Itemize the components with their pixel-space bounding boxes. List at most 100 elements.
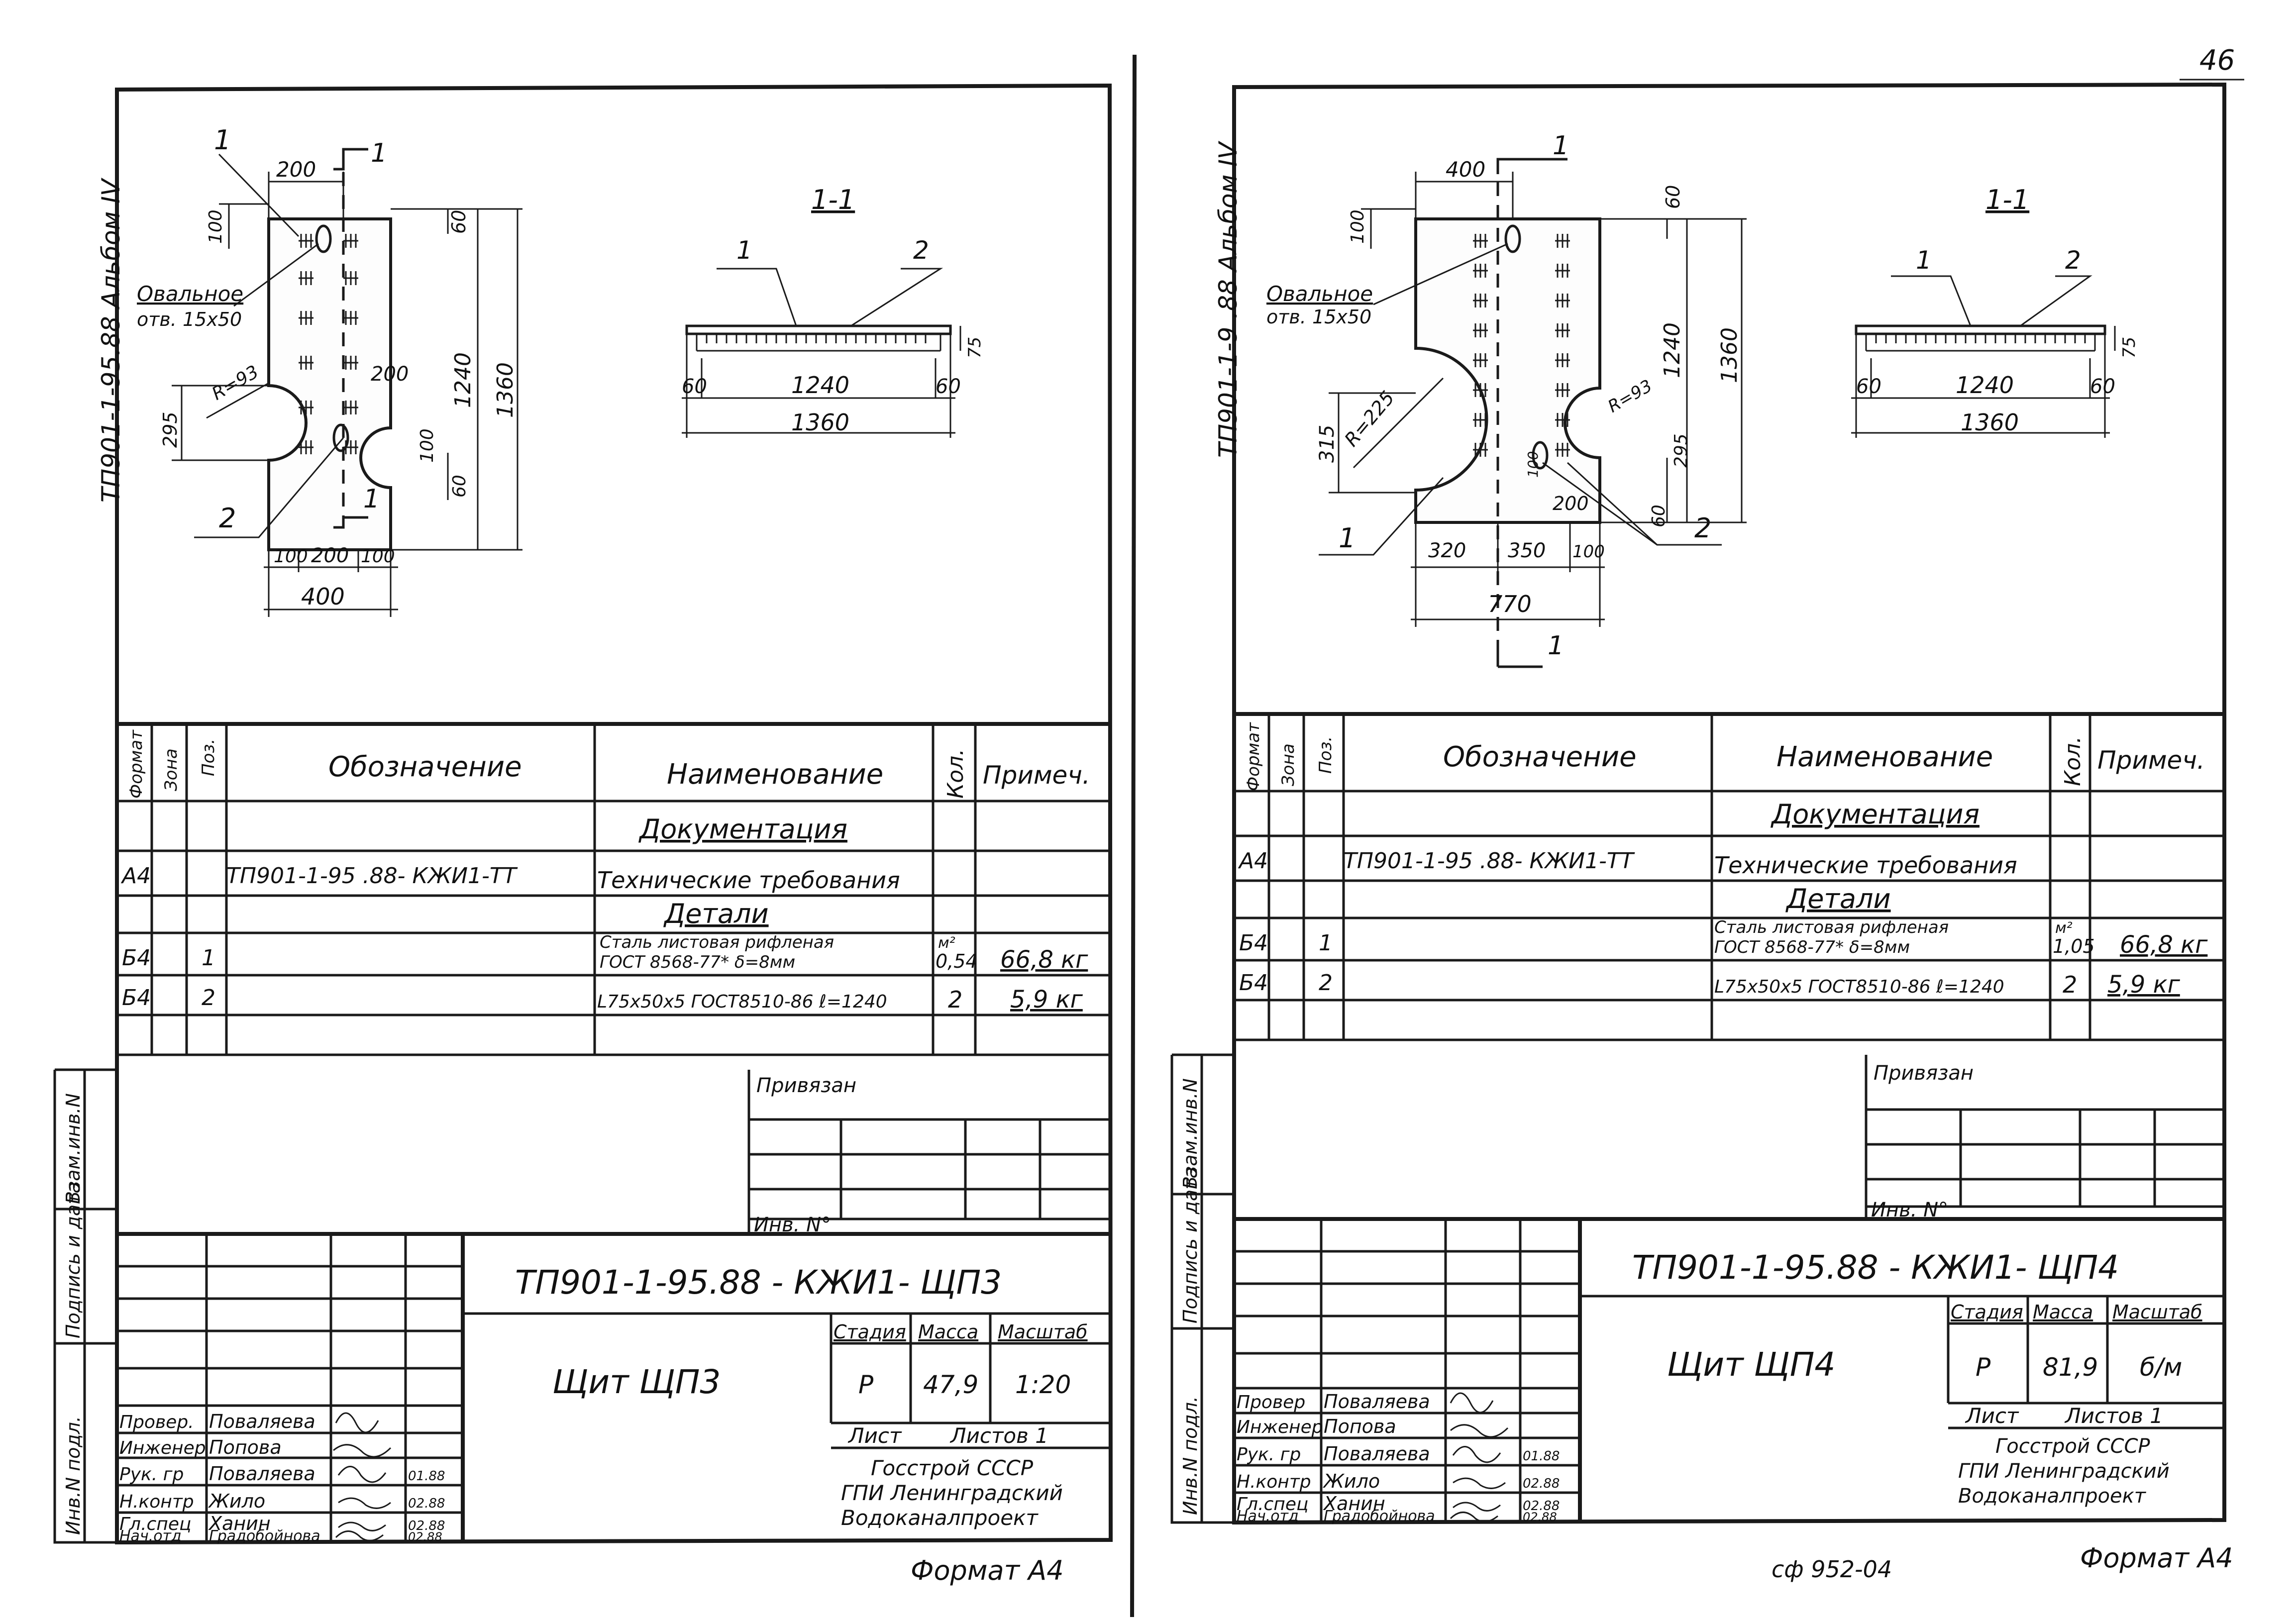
right-col-zone: Зона: [1278, 743, 1298, 786]
right-margin-label-1: Инв.N подл.: [1179, 1396, 1201, 1515]
left-mass-label: Масса: [918, 1321, 978, 1343]
left-role-1: Провер.: [119, 1412, 194, 1432]
left-row3-format: Б4: [122, 985, 151, 1011]
right-org-3: Водоканалпроект: [1958, 1485, 2147, 1508]
left-hole-note-leader: [233, 243, 319, 307]
left-section-height: 75: [965, 337, 985, 358]
right-row1-format: А4: [1238, 848, 1268, 874]
left-section-ribs: [696, 334, 941, 352]
right-doc-section: Документация: [1771, 799, 1980, 830]
right-org-1: Госстрой СССР: [1995, 1435, 2150, 1458]
right-dim-overall: 1360: [1717, 327, 1742, 383]
left-col-zone: Зона: [161, 748, 181, 791]
left-row2-name1: Сталь листовая рифленая: [600, 932, 834, 952]
right-date-6: 02.88: [1523, 1510, 1557, 1524]
right-section-left: 60: [1856, 375, 1881, 398]
left-format-label: Формат А4: [911, 1555, 1064, 1586]
left-role-5: Гл.спец: [119, 1514, 192, 1534]
right-hole-note-leader: [1373, 243, 1508, 305]
left-callout-1-leader: [218, 153, 300, 237]
left-date-3: 01.88: [408, 1469, 445, 1484]
left-margin-label-2: Подпись и дата: [62, 1182, 84, 1338]
left-col-format: Формат: [126, 729, 146, 799]
left-margin-strip: Инв.N подл. Подпись и дата Взам.инв.N: [53, 1068, 117, 1544]
right-date-4: 02.88: [1523, 1476, 1560, 1491]
right-dim-side-100: 100: [1525, 451, 1541, 478]
right-dim-top-width: [1415, 172, 1514, 219]
left-spec-table: Формат Зона Поз. Обозначение Наименовани…: [117, 722, 1110, 1056]
right-section-mid: 1240: [1956, 372, 2014, 399]
left-org-1: Госстрой СССР: [871, 1456, 1034, 1480]
left-section-right: 60: [936, 375, 961, 398]
right-date-5: 02.88: [1523, 1499, 1560, 1514]
right-row1-name: Технические требования: [1714, 852, 2017, 879]
left-date-4: 02.88: [408, 1496, 445, 1511]
right-plate-ribs: [1473, 234, 1570, 457]
left-dim-height: 1240: [450, 352, 476, 408]
left-cut-marker-top: [333, 148, 368, 171]
right-dim-right-lines: [1600, 218, 1747, 523]
left-section-plate: [685, 324, 952, 335]
right-role-1: Провер: [1237, 1392, 1305, 1413]
left-section-p1: 1: [736, 236, 752, 265]
right-dim-top-width-label: 400: [1446, 157, 1485, 182]
left-org-2: ГПИ Ленинградский: [841, 1481, 1063, 1505]
left-name-2: Попова: [209, 1436, 282, 1458]
left-row2-qty: 0,54: [936, 950, 978, 972]
left-doc-code: ТП901-1-95.88 - КЖИ1- ЩП3: [515, 1263, 1002, 1302]
left-row2-pos: 1: [202, 945, 215, 971]
right-radius-label: R=225: [1340, 387, 1399, 450]
right-margin-label-2: Подпись и дата: [1179, 1167, 1201, 1323]
left-bound-box: Привязан Инв. N°: [747, 1070, 1110, 1236]
right-stage-value: Р: [1976, 1353, 1991, 1382]
right-role-2: Инженер: [1237, 1417, 1323, 1437]
left-row2-format: Б4: [122, 945, 151, 971]
right-section-p2: 2: [2065, 246, 2081, 275]
left-section-leaders: [717, 268, 943, 327]
right-callout-2: 2: [1694, 512, 1711, 544]
right-section-overall: 1360: [1961, 409, 2019, 436]
left-stage-label: Стадия: [834, 1321, 906, 1343]
right-signatures: [1450, 1392, 1509, 1522]
left-scale-value: 1:20: [1015, 1370, 1071, 1399]
left-row1-name: Технические требования: [597, 867, 900, 894]
right-dim-top-edge: 60: [1662, 185, 1684, 209]
right-row2-name1: Сталь листовая рифленая: [1714, 917, 1949, 937]
right-scale-value: б/м: [2140, 1353, 2182, 1382]
left-row1-designation: ТП901-1-95 .88- КЖИ1-ТТ: [226, 863, 518, 889]
left-row2-note: 66,8 кг: [1000, 946, 1088, 974]
left-col-qty: Кол.: [943, 749, 968, 799]
right-col-name: Наименование: [1776, 741, 1993, 773]
right-col-format: Формат: [1244, 722, 1263, 791]
left-row3-pos: 2: [202, 985, 215, 1011]
left-dim-bottom-edge: 60: [449, 475, 470, 498]
right-sheets-label: Листов 1: [2064, 1404, 2163, 1428]
right-section-title: 1-1: [1985, 184, 2029, 215]
right-row3-name: L75х50х5 ГОСТ8510-86 ℓ=1240: [1714, 977, 2004, 997]
right-cut-label-top: 1: [1553, 131, 1569, 161]
right-dim-bottom-b: 350: [1508, 539, 1546, 562]
page-number: 46: [2199, 44, 2235, 77]
right-dim-small-notch: 295: [1671, 433, 1691, 468]
left-section-dim-lines: [682, 326, 961, 438]
right-album-vertical: ТП901-1-9 .88 Альбом IV: [1214, 140, 1243, 458]
right-name-4: Жило: [1323, 1470, 1380, 1492]
right-plan-view: 1 1 Овальное отв. 15х50 R=225 R=93 1 2 4…: [1266, 131, 1747, 668]
right-mass-label: Масса: [2033, 1301, 2093, 1323]
left-radius-label: R=93: [209, 362, 262, 405]
right-col-pos: Поз.: [1316, 736, 1336, 774]
right-sheet-label: Лист: [1965, 1404, 2019, 1428]
left-role-6: Нач.отд: [119, 1527, 182, 1545]
left-dim-notch: 295: [159, 411, 181, 448]
right-callout-1-leader: [1319, 477, 1444, 556]
left-album-vertical: ТП901-1-95.88 Альбом IV: [97, 177, 125, 503]
right-date-3: 01.88: [1523, 1449, 1560, 1464]
right-row2-note: 66,8 кг: [2120, 931, 2208, 959]
right-row2-qty-unit: м²: [2055, 919, 2073, 937]
right-role-3: Рук. гр: [1237, 1444, 1301, 1465]
left-oval-hole-top: [315, 224, 332, 253]
left-row2-qty-unit: м²: [938, 934, 955, 952]
right-callout-2-leader: [1542, 462, 1722, 546]
left-bound-label: Привязан: [756, 1074, 856, 1097]
left-col-pos: Поз.: [199, 739, 218, 776]
